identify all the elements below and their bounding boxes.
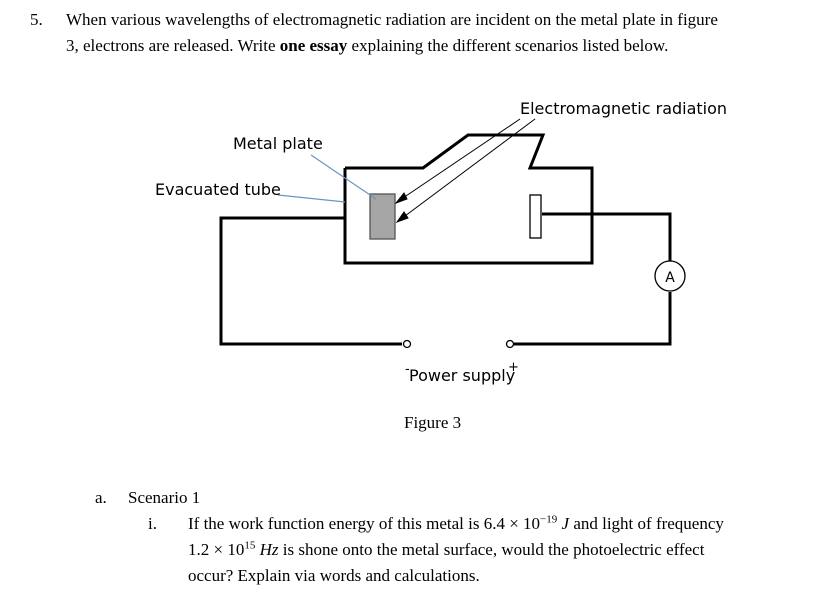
question-text-post: explaining the different scenarios liste…: [347, 36, 669, 55]
evacuated-tube-leader: [277, 194, 346, 203]
label-metal-plate: Metal plate: [233, 134, 323, 153]
circuit-wires: [219, 212, 672, 346]
item-line-3: occur? Explain via words and calculation…: [188, 566, 480, 585]
item-line-1-pre: If the work function energy of this meta…: [188, 514, 484, 533]
work-function-unit: J: [561, 514, 570, 533]
frequency-unit: Hz: [259, 540, 279, 559]
item-line-1: If the work function energy of this meta…: [188, 514, 724, 534]
ammeter-label: A: [665, 270, 675, 286]
power-terminal-negative: [402, 339, 412, 349]
scenario-title: Scenario 1: [128, 488, 201, 507]
ammeter: [654, 260, 686, 292]
right-wire: [542, 212, 672, 261]
item-line-1-post: and light of frequency: [569, 514, 724, 533]
label-minus-terminal: -: [405, 362, 410, 377]
item-line-2-post: is shone onto the metal surface, would t…: [278, 540, 705, 559]
radiation-rays: [394, 118, 536, 224]
ammeter-lower-wire: [514, 292, 672, 346]
frequency-exponent: 15: [244, 539, 256, 552]
label-evacuated-tube: Evacuated tube: [155, 180, 281, 199]
power-terminal-positive: [505, 339, 515, 349]
figure-caption: Figure 3: [404, 413, 462, 432]
collector-electrode: [529, 194, 542, 239]
question-text-pre: 3, electrons are released. Write: [66, 36, 280, 55]
item-marker: i.: [148, 514, 157, 533]
left-wire: [219, 216, 402, 346]
question-number: 5.: [30, 10, 43, 29]
label-plus-terminal: +: [508, 360, 519, 375]
question-text-line-1: When various wavelengths of electromagne…: [66, 10, 718, 29]
question-text-line-2: 3, electrons are released. Write one ess…: [66, 36, 668, 56]
frequency-value: 1.2 × 10: [188, 540, 245, 559]
metal-plate: [369, 193, 396, 240]
work-function-exponent: −19: [540, 513, 558, 526]
work-function-value: 6.4 × 10: [483, 514, 541, 533]
label-power-supply: Power supply: [409, 366, 515, 385]
metal-plate-leader: [310, 154, 377, 200]
item-line-2: 1.2 × 1015 Hz is shone onto the metal su…: [188, 540, 704, 560]
evacuated-tube: [343, 133, 594, 265]
scenario-marker: a.: [95, 488, 107, 507]
label-electromagnetic-radiation: Electromagnetic radiation: [520, 99, 727, 118]
question-text-bold: one essay: [279, 36, 348, 55]
